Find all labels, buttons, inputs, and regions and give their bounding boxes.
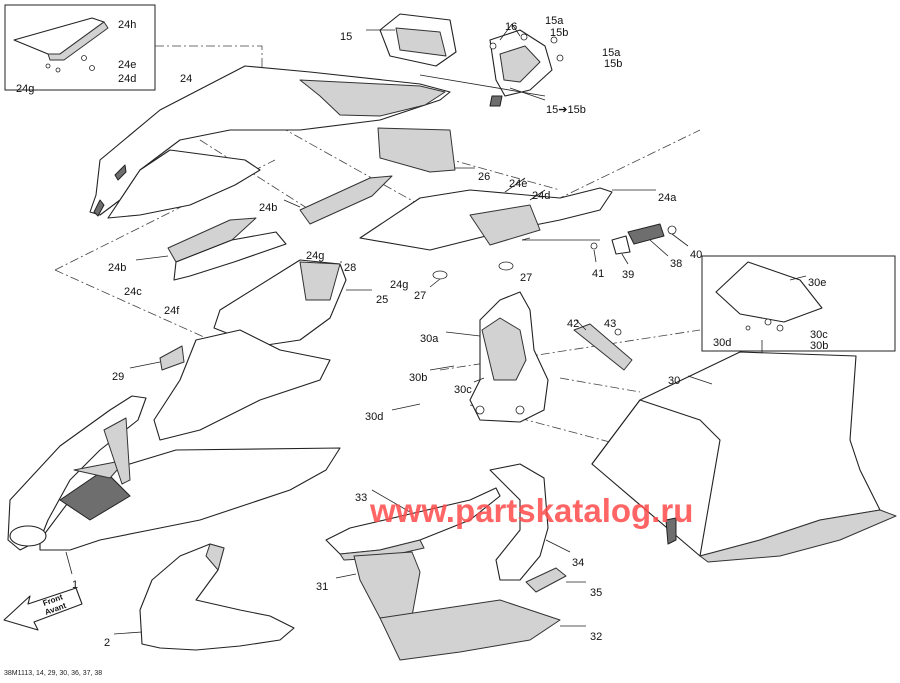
callout-c-39: 39 [622, 269, 634, 281]
part-41-nut [590, 242, 598, 263]
callout-c-2: 2 [104, 637, 110, 649]
callout-c-40: 40 [690, 249, 702, 261]
part-27-grommets [429, 261, 514, 288]
callout-c-29: 29 [112, 371, 124, 383]
callout-c-15: 15 [340, 31, 352, 43]
part-32-belly-pan-lower [379, 599, 586, 661]
callout-c-31: 31 [316, 581, 328, 593]
part-29-insert [129, 345, 185, 371]
callout-c-30d-r: 30d [713, 337, 731, 349]
callout-c-43: 43 [604, 318, 616, 330]
part-33-lower-deflector [325, 487, 501, 561]
callout-c-15b-2: 15b [604, 58, 622, 70]
callout-c-27b: 27 [414, 290, 426, 302]
part-24h-cover [13, 17, 109, 73]
callout-c-24d-m: 24d [532, 190, 550, 202]
callout-c-25: 25 [376, 294, 388, 306]
callout-c-24h: 24h [118, 19, 136, 31]
callout-c-15-15b: 15➔15b [546, 104, 586, 116]
callout-c-30: 30 [668, 375, 680, 387]
callout-c-15a-1: 15a [545, 15, 564, 27]
part-38-40-connector [521, 223, 689, 257]
callout-c-34: 34 [572, 557, 584, 569]
callout-c-24: 24 [180, 73, 192, 85]
callout-c-24g-tl: 24g [16, 83, 34, 95]
part-35-insert [525, 567, 586, 593]
part-1-nose-cone [7, 395, 341, 575]
part-15-headlight [366, 13, 457, 67]
part-42-strut [573, 319, 633, 371]
part-24b-vent-right [283, 175, 393, 225]
callout-c-24f: 24f [164, 305, 180, 317]
dash-dot-guides [54, 45, 701, 451]
callout-c-15b-1: 15b [550, 27, 568, 39]
callout-c-33: 33 [355, 492, 367, 504]
callout-c-1: 1 [72, 579, 78, 591]
part-2-lower-nose [113, 543, 295, 651]
callout-c-35: 35 [590, 587, 602, 599]
callout-c-28: 28 [344, 262, 356, 274]
callout-c-41: 41 [592, 268, 604, 280]
part-39-clip [611, 235, 631, 265]
callout-c-24b-2: 24b [108, 262, 126, 274]
part-24b-vent-left [135, 217, 287, 281]
inset-box-24h [4, 4, 156, 91]
callout-c-30b-r: 30b [810, 340, 828, 352]
watermark-text: www.partskatalog.ru [369, 492, 693, 529]
callout-c-24b-1: 24b [259, 202, 277, 214]
callout-c-24a: 24a [658, 192, 677, 204]
callout-c-15a-2: 15a [602, 47, 621, 59]
callout-c-27a: 27 [520, 272, 532, 284]
callout-c-24e-m: 24e [509, 178, 527, 190]
part-24a-side-panel [359, 177, 656, 251]
callout-c-30c-l: 30c [454, 384, 472, 396]
part-24-inner-shroud [153, 329, 331, 441]
part-30a-support [391, 291, 549, 423]
callout-c-38: 38 [670, 258, 682, 270]
part-31-belly-pan [335, 551, 421, 619]
callout-c-30a: 30a [420, 333, 439, 345]
callout-c-26: 26 [478, 171, 490, 183]
inset-box-30e [701, 255, 896, 352]
callout-c-32: 32 [590, 631, 602, 643]
callout-c-42: 42 [567, 318, 579, 330]
callout-c-24e-tl: 24e [118, 59, 136, 71]
callout-c-24g-b: 24g [390, 279, 408, 291]
front-direction-arrow: Front Avant [3, 587, 83, 631]
part-30-side-panel [591, 351, 897, 563]
callout-c-30b-l: 30b [409, 372, 427, 384]
callout-c-24g-m: 24g [306, 250, 324, 262]
part-16-bracket [419, 23, 564, 107]
callout-c-30d-l: 30d [365, 411, 383, 423]
part-34-side-trim [489, 463, 571, 581]
diagram-code: 38M1113, 14, 29, 30, 36, 37, 38 [4, 670, 102, 677]
callout-c-30e: 30e [808, 277, 826, 289]
part-24-upper-fairing [89, 65, 451, 219]
part-26-panel [377, 127, 475, 173]
callout-c-24c: 24c [124, 286, 142, 298]
callout-c-24d-tl: 24d [118, 73, 136, 85]
callout-c-30c: 30c [810, 329, 828, 341]
callout-c-16: 16 [505, 21, 517, 33]
